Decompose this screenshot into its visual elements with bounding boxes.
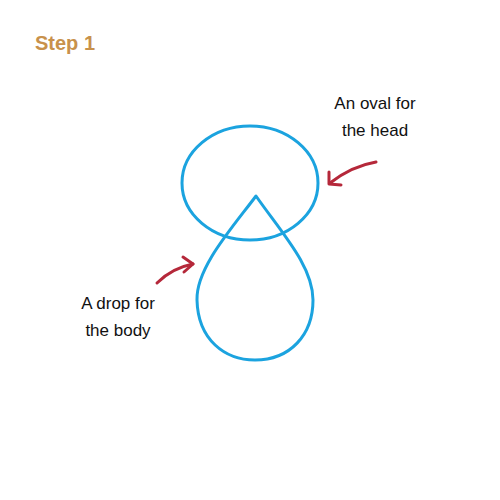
head-arrow <box>330 162 376 183</box>
head-arrowhead <box>329 172 341 185</box>
body-arrowhead <box>183 257 193 272</box>
head-label: An oval for the head <box>322 90 428 144</box>
body-label: A drop for the body <box>62 290 174 344</box>
body-drop <box>197 196 313 360</box>
head-oval <box>182 126 318 240</box>
step-title: Step 1 <box>35 32 95 55</box>
